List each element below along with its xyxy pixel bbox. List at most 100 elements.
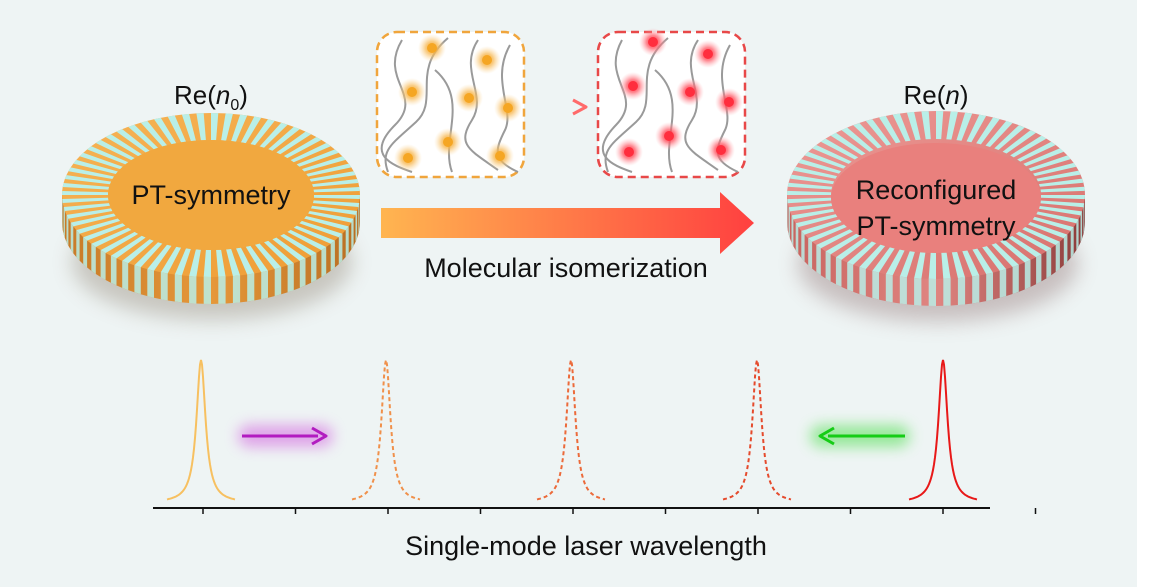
grating-rim-stripe xyxy=(1024,259,1031,290)
grating-rim-stripe xyxy=(355,211,358,242)
grating-stripe xyxy=(299,220,343,238)
grating-rim-stripe xyxy=(62,199,63,230)
grating-rim-stripe xyxy=(218,276,226,304)
grating-stripe xyxy=(221,113,233,141)
grating-stripe xyxy=(154,117,177,145)
molecule-dot xyxy=(648,37,658,47)
grating-stripe xyxy=(1006,234,1042,258)
grating-rim-stripe xyxy=(943,278,951,306)
grating-rim-stripe xyxy=(885,274,893,303)
molecule-dot xyxy=(685,87,695,97)
grating-stripe xyxy=(313,187,360,193)
molecule-dot xyxy=(703,49,713,59)
grating-stripe xyxy=(788,203,833,212)
grating-stripe xyxy=(1002,130,1037,154)
grating-stripe xyxy=(990,241,1019,267)
grating-stripe xyxy=(62,197,109,203)
grating-stripe xyxy=(312,179,359,187)
grating-rim-stripe xyxy=(1083,203,1085,235)
left-resonator-disc xyxy=(62,113,360,320)
grating-rim-stripe xyxy=(1012,264,1019,294)
grating-stripe xyxy=(304,216,349,231)
grating-rim-stripe xyxy=(1036,254,1042,285)
grating-stripe xyxy=(1013,230,1052,252)
grating-stripe xyxy=(804,151,846,169)
grating-rim-stripe xyxy=(232,275,241,304)
grating-stripe xyxy=(941,250,951,279)
grating-stripe xyxy=(795,213,839,228)
grating-stripe xyxy=(1039,178,1084,187)
grating-stripe xyxy=(1033,162,1077,177)
grating-stripe xyxy=(313,195,360,199)
grating-stripe xyxy=(1036,170,1081,182)
grating-stripe xyxy=(825,232,862,255)
laser-peak xyxy=(166,359,236,501)
grating-stripe xyxy=(272,237,306,261)
green-shift-arrow xyxy=(810,425,910,447)
molecule-dot xyxy=(628,81,638,91)
grating-rim-stripe xyxy=(816,245,821,276)
grating-stripe xyxy=(787,197,832,204)
grating-rim-stripe xyxy=(957,277,966,306)
grating-rim-stripe xyxy=(999,269,1007,298)
grating-stripe xyxy=(936,111,944,140)
grating-stripe xyxy=(62,191,109,195)
grating-stripe xyxy=(87,146,129,165)
grating-stripe xyxy=(966,114,987,143)
grating-stripe xyxy=(83,223,126,241)
grating-stripe xyxy=(293,225,335,244)
grating-stripe xyxy=(879,115,901,144)
grating-stripe xyxy=(128,124,158,150)
laser-peak xyxy=(908,359,978,501)
grating-rim-stripe xyxy=(788,207,790,239)
grating-stripe xyxy=(841,127,874,152)
molecule-dot xyxy=(403,153,413,163)
grating-rim-stripe xyxy=(1080,211,1083,243)
grating-stripe xyxy=(116,129,150,153)
grating-stripe xyxy=(812,145,852,164)
grating-rim-stripe xyxy=(1055,241,1060,272)
grating-stripe xyxy=(1040,186,1085,193)
grating-stripe xyxy=(820,138,859,160)
grating-rim-stripe xyxy=(808,238,813,269)
grating-rim-stripe xyxy=(76,230,80,261)
grating-stripe xyxy=(95,139,135,161)
grating-stripe xyxy=(211,113,219,141)
grating-rim-stripe xyxy=(70,222,74,254)
grating-stripe xyxy=(1039,200,1085,208)
grating-stripe xyxy=(160,246,182,274)
isomerization-big-arrow xyxy=(381,192,754,254)
grating-stripe xyxy=(79,152,123,170)
grating-stripe xyxy=(255,243,282,270)
left-disc-label: PT-symmetry xyxy=(131,180,291,210)
grating-rim-stripe xyxy=(122,260,129,291)
grating-rim-stripe xyxy=(287,263,294,293)
grating-rim-stripe xyxy=(299,258,306,288)
grating-rim-stripe xyxy=(134,265,141,295)
grating-rim-stripe xyxy=(872,270,879,300)
grating-rim-stripe xyxy=(330,240,335,271)
grating-rim-stripe xyxy=(859,267,866,297)
laser-peak xyxy=(536,359,606,501)
grating-rim-stripe xyxy=(1046,248,1052,279)
grating-stripe xyxy=(816,228,855,249)
right-disc-label-line1: Reconfigured xyxy=(855,175,1017,205)
grating-stripe xyxy=(808,223,849,242)
right-disc-label: Reconfigured PT-symmetry xyxy=(856,172,1017,244)
grating-rim-stripe xyxy=(835,257,842,287)
grating-stripe xyxy=(312,200,360,207)
molecule-dot xyxy=(503,103,513,113)
grating-rim-stripe xyxy=(174,274,182,303)
grating-stripe xyxy=(167,115,186,143)
grating-stripe xyxy=(798,159,842,174)
grating-rim-stripe xyxy=(247,273,255,302)
grating-stripe xyxy=(787,190,832,195)
grating-rim-stripe xyxy=(847,262,854,292)
grating-rim-stripe xyxy=(986,272,993,302)
grating-stripe xyxy=(62,183,110,190)
grating-rim-stripe xyxy=(321,247,327,278)
grating-stripe xyxy=(280,233,317,256)
grating-rim-stripe xyxy=(83,237,88,268)
grating-stripe xyxy=(290,143,331,163)
grating-stripe xyxy=(1023,148,1064,167)
